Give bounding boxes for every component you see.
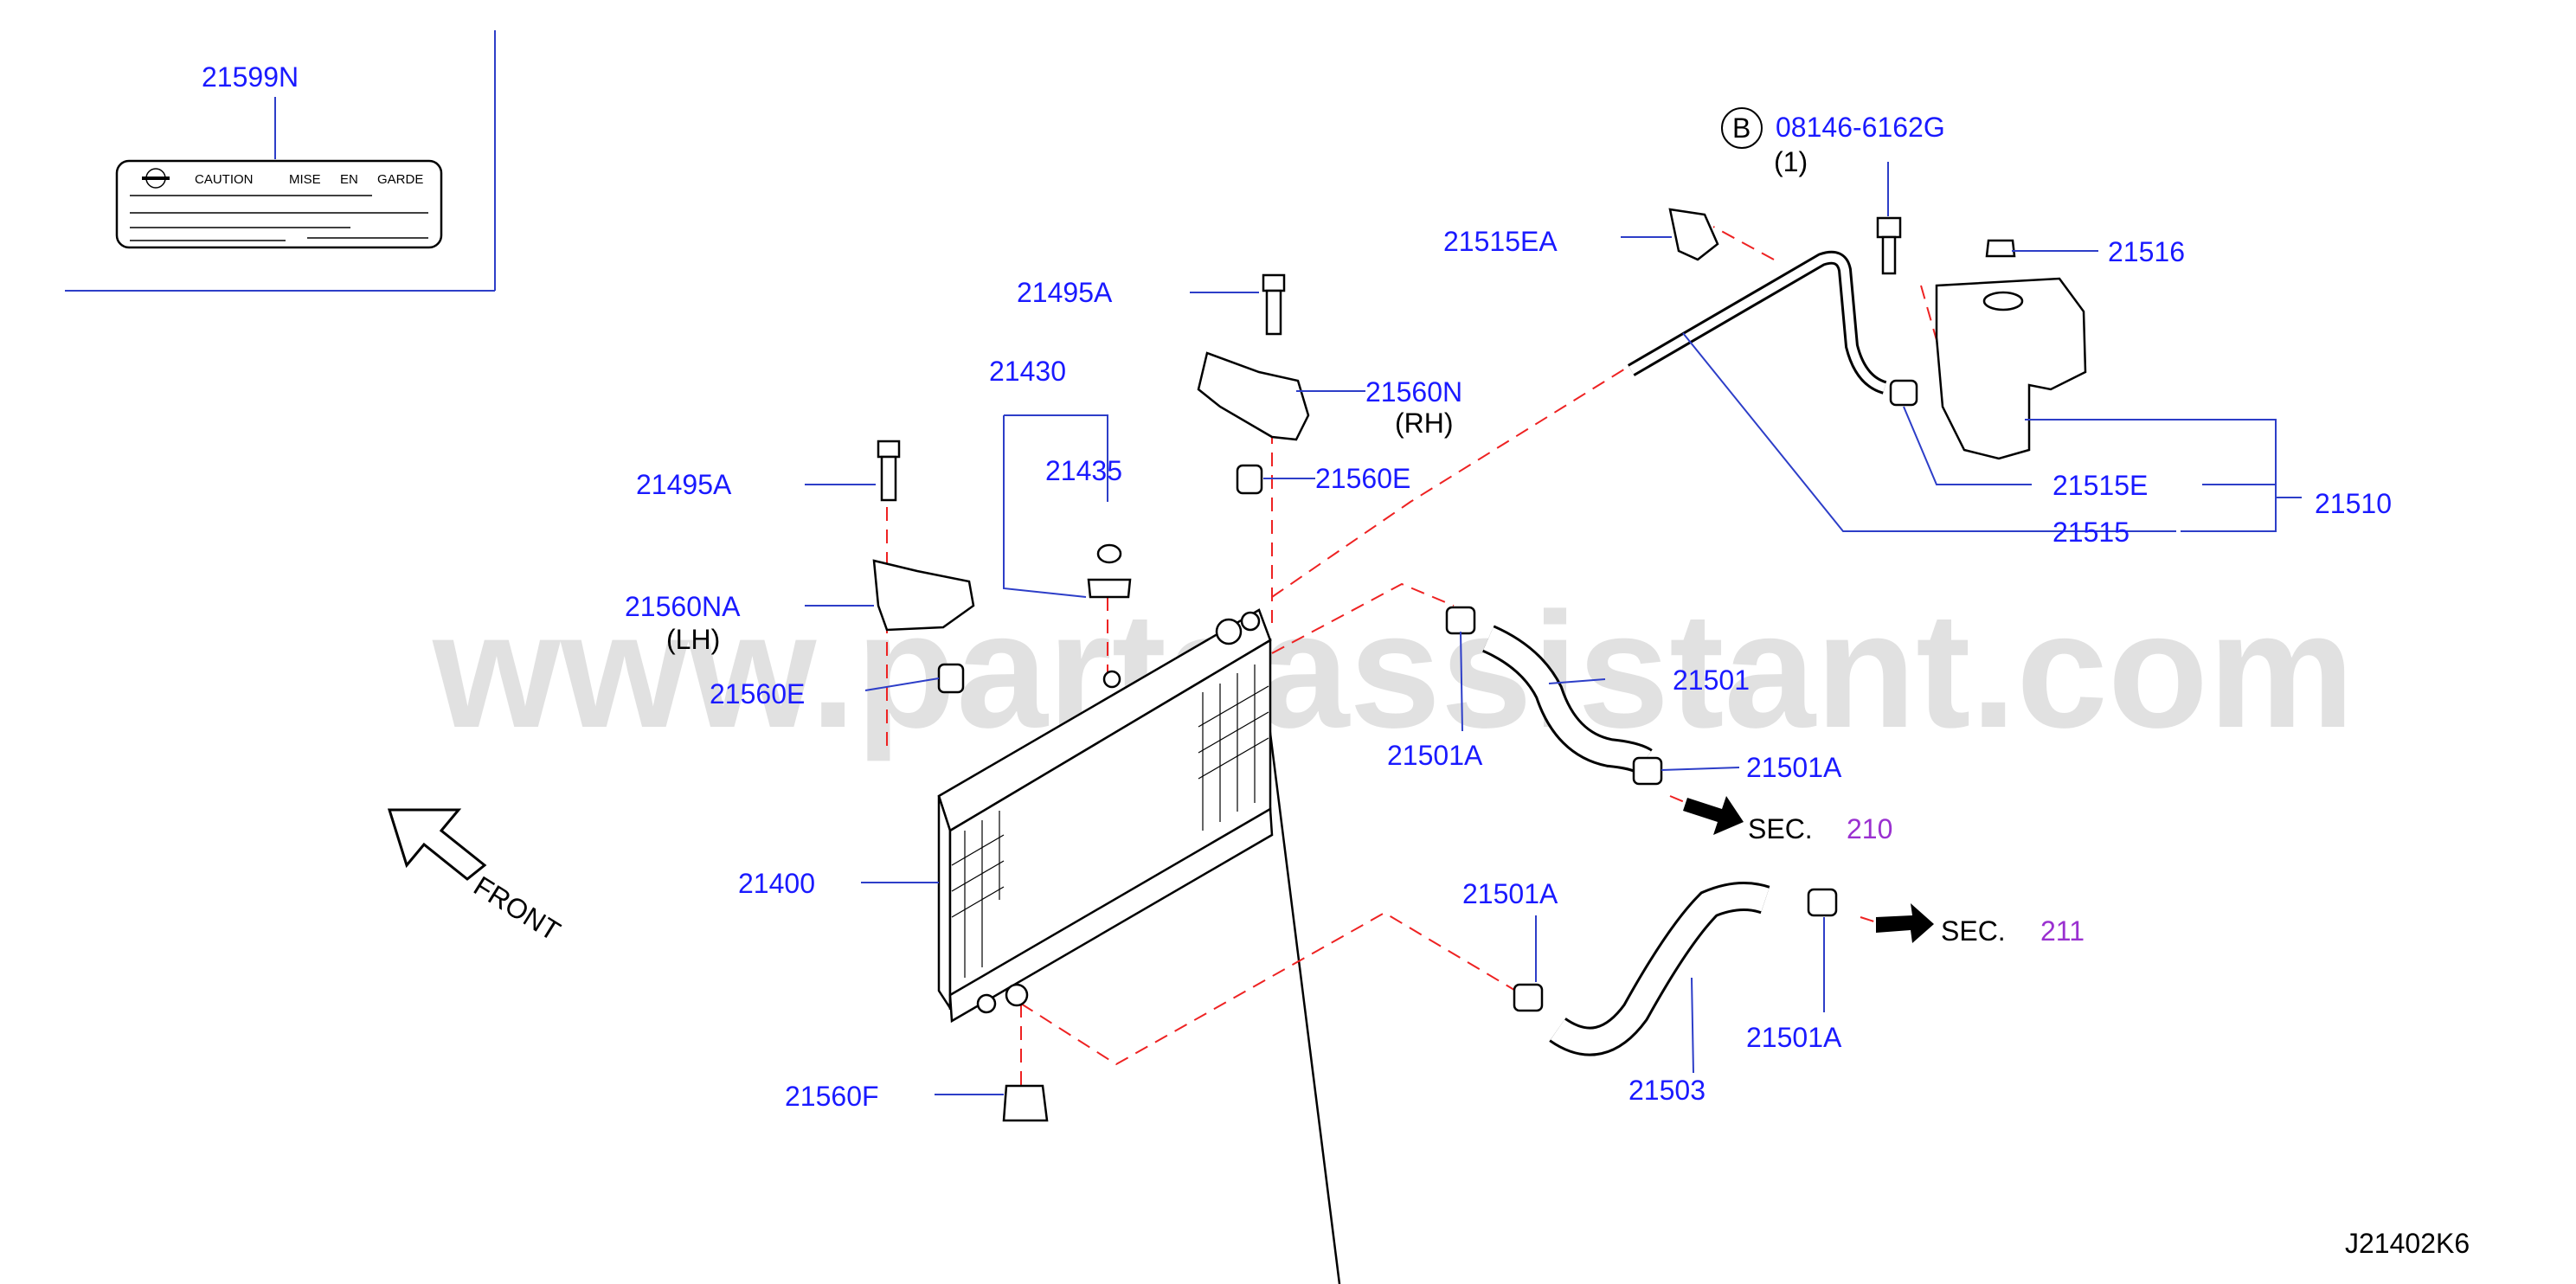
bolt-21495A-left[interactable]	[877, 440, 901, 502]
part-label-21515EA[interactable]: 21515EA	[1443, 226, 1558, 257]
front-arrow-icon	[387, 808, 487, 881]
part-label-21501A-4[interactable]: 21501A	[1746, 1022, 1842, 1053]
sec-211-prefix: SEC.	[1941, 915, 2006, 947]
part-label-21516[interactable]: 21516	[2108, 236, 2185, 267]
reservoir-tank[interactable]	[1935, 239, 2087, 460]
caution-en-text: EN	[340, 172, 358, 187]
lower-hose-21503[interactable]	[1550, 884, 1770, 1054]
rh-side-label: (RH)	[1395, 408, 1454, 439]
part-label-21400[interactable]: 21400	[738, 868, 815, 899]
part-label-21501A-1[interactable]: 21501A	[1387, 740, 1483, 771]
clamp-21501A-upper-left[interactable]	[1445, 606, 1476, 635]
sec-210-link[interactable]: 210	[1847, 813, 1892, 844]
clamp-21501A-lower-right[interactable]	[1807, 888, 1838, 917]
mount-21560F[interactable]	[1002, 1084, 1049, 1122]
cap-seal-21435[interactable]	[1096, 543, 1122, 564]
caution-text: CAUTION	[195, 172, 254, 187]
part-label-21503[interactable]: 21503	[1628, 1075, 1706, 1106]
part-label-21495A-left[interactable]: 21495A	[636, 469, 732, 500]
part-label-21495A-top[interactable]: 21495A	[1017, 277, 1113, 308]
clamp-21501A-upper-right[interactable]	[1632, 756, 1663, 786]
part-label-21560F[interactable]: 21560F	[785, 1081, 879, 1112]
sec-211-link[interactable]: 211	[2040, 915, 2085, 947]
bracket-21560N[interactable]	[1197, 351, 1310, 441]
sec-210-arrow-icon	[1683, 796, 1744, 835]
hose-clamp-21515E[interactable]	[1889, 379, 1918, 407]
caution-garde-text: GARDE	[377, 172, 423, 187]
sec-210-prefix: SEC.	[1748, 813, 1813, 844]
part-label-21560E-top[interactable]: 21560E	[1315, 463, 1410, 494]
lh-side-label: (LH)	[666, 624, 720, 655]
part-label-21510[interactable]: 21510	[2315, 488, 2392, 519]
sec-211-arrow-icon	[1876, 903, 1934, 943]
mount-21560E-top[interactable]	[1236, 464, 1263, 495]
part-label-21430[interactable]: 21430	[989, 356, 1066, 387]
part-label-21560NA[interactable]: 21560NA	[625, 591, 741, 622]
part-label-21560N[interactable]: 21560N	[1365, 376, 1462, 408]
upper-hose-21501[interactable]	[1483, 627, 1652, 772]
bracket-21560NA[interactable]	[872, 559, 975, 632]
clamp-21501A-lower-left[interactable]	[1513, 983, 1544, 1012]
caution-mise-text: MISE	[289, 172, 321, 187]
diagram-code: J21402K6	[2345, 1228, 2470, 1259]
radiator-cap-21430[interactable]	[1087, 578, 1132, 599]
part-label-21560E-left[interactable]: 21560E	[710, 678, 805, 709]
front-label: FRONT	[468, 870, 566, 947]
clip-21515EA[interactable]	[1668, 208, 1719, 261]
overflow-hose-21515[interactable]	[1631, 260, 1821, 370]
leader-lines	[805, 162, 2302, 1095]
caution-label-plate[interactable]	[115, 159, 443, 249]
mount-21560E-left[interactable]	[937, 663, 965, 694]
part-label-21501A-3[interactable]: 21501A	[1462, 878, 1558, 909]
part-label-21501A-2[interactable]: 21501A	[1746, 752, 1842, 783]
part-label-08146-6162G[interactable]: 08146-6162G	[1776, 112, 1945, 143]
part-label-21515[interactable]: 21515	[2052, 517, 2130, 548]
bolt-08146-6162G[interactable]	[1876, 216, 1902, 275]
part-label-21515E[interactable]: 21515E	[2052, 470, 2148, 501]
watermark: www.partsassistant.com	[432, 579, 2354, 762]
brand-logo-icon	[142, 168, 170, 189]
part-label-21599N[interactable]: 21599N	[202, 61, 299, 93]
bolt-ref-letter: B	[1732, 112, 1751, 144]
bolt-ref-qty: (1)	[1774, 146, 1808, 177]
radiator-core[interactable]	[937, 608, 1274, 1024]
reservoir-cap-21516[interactable]	[1985, 239, 2016, 258]
reference-circle-icon	[1721, 107, 1763, 149]
caution-label-inset: 21599N CAUTION MISE EN GARDE	[65, 30, 496, 292]
part-label-21501[interactable]: 21501	[1673, 664, 1750, 696]
bolt-21495A-top[interactable]	[1262, 273, 1286, 336]
part-label-21435[interactable]: 21435	[1045, 455, 1122, 486]
